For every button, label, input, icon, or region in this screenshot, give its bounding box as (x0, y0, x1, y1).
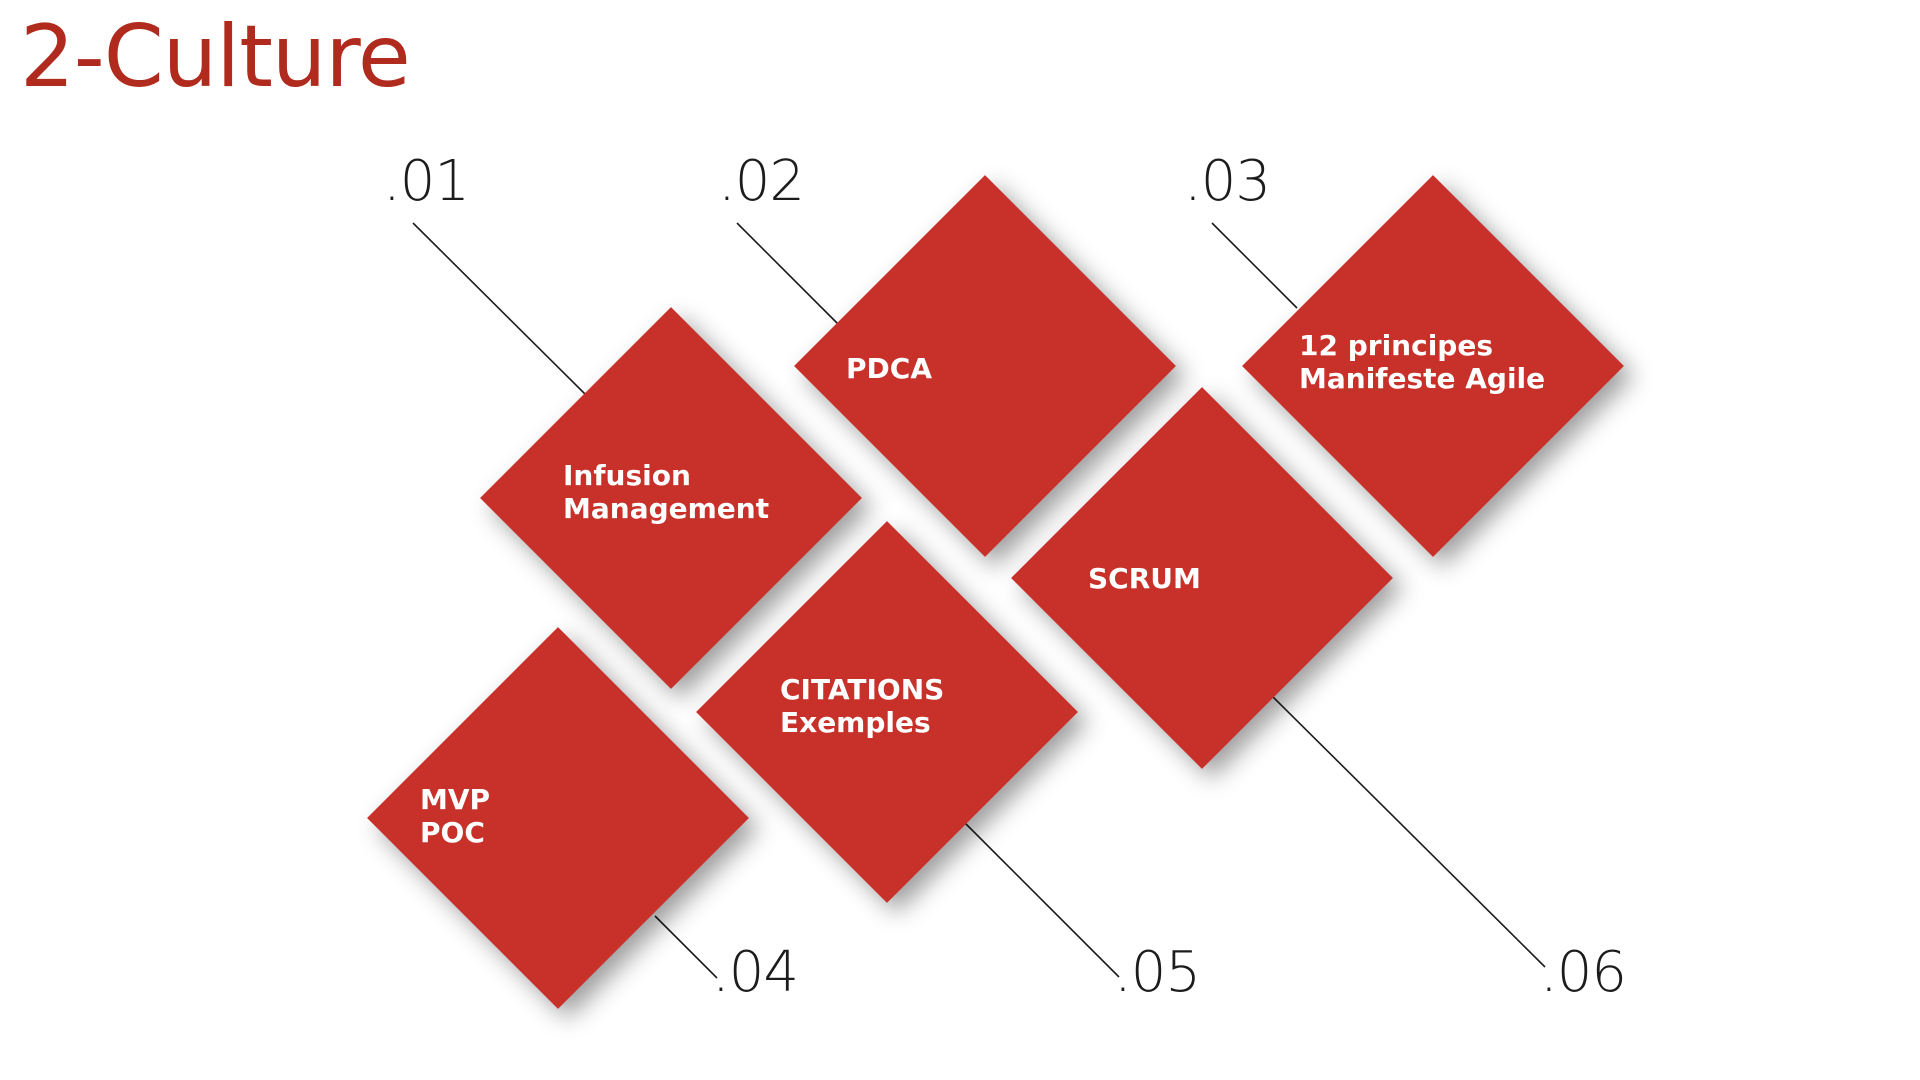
step-number-06: .06 (1540, 940, 1627, 1005)
connector-line-05 (949, 807, 1120, 978)
step-number-02: .02 (718, 149, 805, 214)
label-line: SCRUM (1088, 562, 1201, 595)
connector-line-02 (736, 222, 839, 325)
label-line: Manifeste Agile (1299, 362, 1546, 395)
connector-line-04 (654, 915, 718, 979)
label-12-principes-manifeste-agile: 12 principes Manifeste Agile (1299, 329, 1545, 395)
label-infusion-management: Infusion Management (563, 459, 769, 525)
label-line: Infusion (563, 459, 691, 492)
label-line: PDCA (846, 352, 932, 385)
step-number-04: .04 (712, 940, 799, 1005)
step-number-01: .01 (383, 149, 470, 214)
slide-title: 2-Culture (20, 7, 411, 107)
label-line: Management (563, 492, 770, 525)
label-line: CITATIONS (780, 673, 945, 706)
label-line: Exemples (780, 706, 931, 739)
label-scrum: SCRUM (1088, 562, 1201, 595)
step-number-03: .03 (1184, 149, 1271, 214)
connector-line-01 (412, 222, 586, 395)
connector-line-06 (1261, 685, 1546, 968)
label-line: MVP (420, 783, 491, 816)
step-number-05: .05 (1114, 940, 1201, 1005)
label-line: POC (420, 816, 485, 849)
label-mvp-poc: MVP POC (420, 783, 490, 849)
label-citations-exemples: CITATIONS Exemples (780, 673, 944, 739)
label-pdca: PDCA (846, 352, 932, 385)
connector-line-03 (1211, 222, 1298, 309)
label-line: 12 principes (1299, 329, 1493, 362)
